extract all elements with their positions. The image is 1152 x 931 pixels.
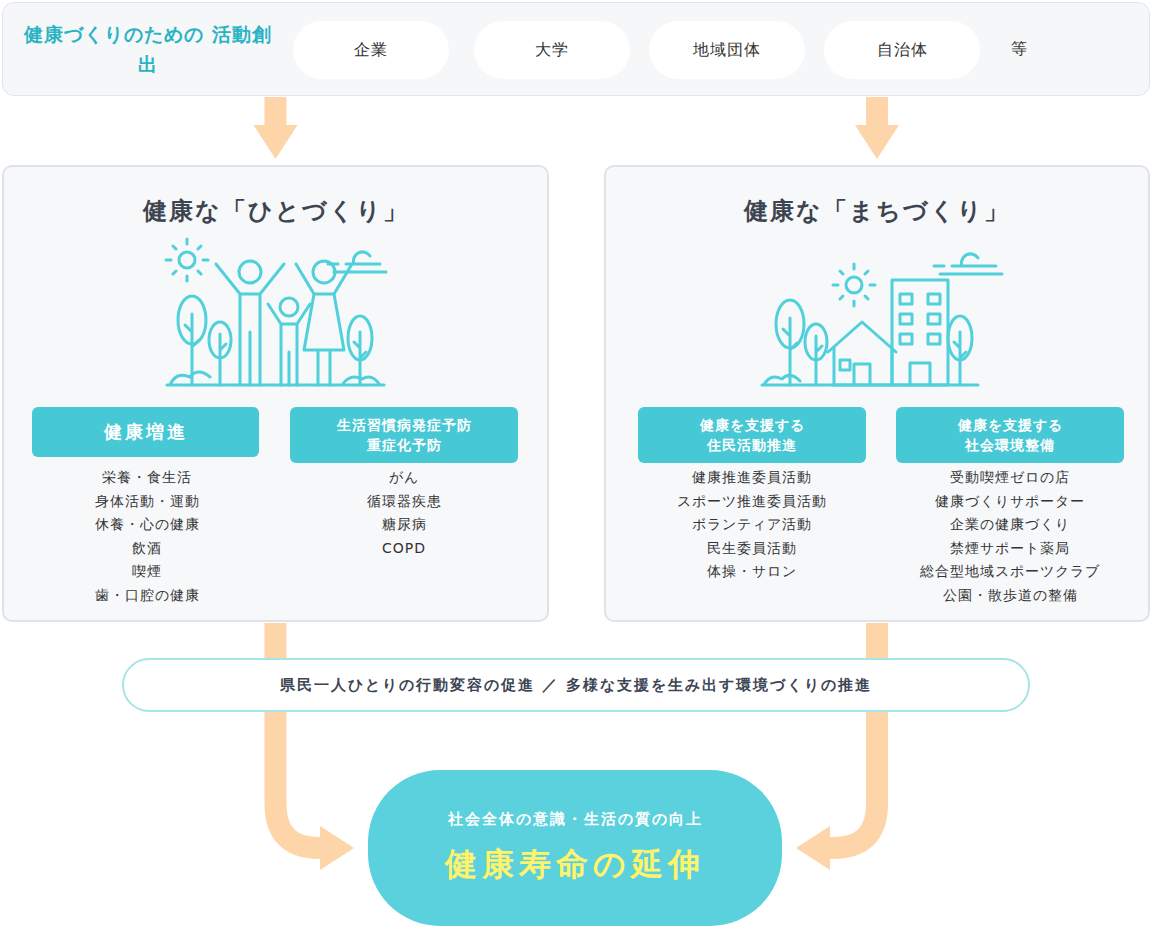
list-item: 企業の健康づくり — [860, 513, 1152, 536]
actor-chip: 大学 — [474, 21, 630, 79]
theme-panel: 健康な「まちづくり」健康を支援する 住民活動推進 健康を支援する 社会環境整備健康… — [604, 165, 1150, 622]
list-item: 身体活動・運動 — [0, 490, 297, 513]
node-title: 社会全体の意識・生活の質の向上 — [448, 810, 703, 829]
list-item: ボランティア活動 — [602, 513, 902, 536]
list-item: がん — [254, 466, 554, 489]
list-item: 糖尿病 — [254, 513, 554, 536]
node-title: 健康増進 — [104, 422, 188, 442]
note-text: 等 — [1011, 37, 1028, 60]
category-pill: 健康を支援する 社会環境整備 — [896, 407, 1124, 463]
node-title: 県民一人ひとりの行動変容の促進 ／ 多様な支援を生み出す環境づくりの推進 — [280, 676, 872, 695]
connector-arrow — [855, 97, 899, 159]
arrow-stem — [276, 623, 323, 848]
town-illustration — [606, 167, 1152, 624]
list-item: 飲酒 — [0, 537, 297, 560]
list-item: 禁煙サポート薬局 — [860, 537, 1152, 560]
list-item: 健康推進委員活動 — [602, 466, 902, 489]
node-title: 健康づくりのための 活動創出 — [23, 19, 273, 79]
node-title: 健康を支援する 社会環境整備 — [954, 415, 1066, 455]
node-title: 地域団体 — [693, 40, 761, 61]
theme-panel: 健康な「ひとづくり」健康増進 生活習慣病発症予防 重症化予防栄養・食生活身体活動・… — [2, 165, 549, 622]
list-item: 総合型地域スポーツクラブ — [860, 560, 1152, 583]
list-item: 喫煙 — [0, 560, 297, 583]
town-drawing — [762, 254, 1002, 385]
category-pill: 健康を支援する 住民活動推進 — [638, 407, 866, 463]
category-pill: 生活習慣病発症予防 重症化予防 — [290, 407, 518, 463]
node-title: 自治体 — [877, 40, 928, 61]
arrow-head — [796, 826, 830, 870]
node-title: 健康な「ひとづくり」 — [4, 195, 547, 227]
list-item: 体操・サロン — [602, 560, 902, 583]
node-title: 健康を支援する 住民活動推進 — [696, 415, 808, 455]
list-item: 民生委員活動 — [602, 537, 902, 560]
actor-chip: 地域団体 — [649, 21, 805, 79]
list-item: 循環器疾患 — [254, 490, 554, 513]
arrow-head — [254, 125, 298, 159]
arrow-head — [320, 826, 354, 870]
arrow-stem — [828, 623, 877, 848]
list-item: COPD — [254, 537, 554, 560]
list-item: 歯・口腔の健康 — [0, 584, 297, 607]
list-item: 健康づくりサポーター — [860, 490, 1152, 513]
list-item: 受動喫煙ゼロの店 — [860, 466, 1152, 489]
actor-chip: 自治体 — [824, 21, 980, 79]
list-item: 栄養・食生活 — [0, 466, 297, 489]
actor-chip: 企業 — [293, 21, 449, 79]
goal-pill: 社会全体の意識・生活の質の向上健康寿命の延伸 — [368, 770, 782, 926]
arrow-head — [855, 125, 899, 159]
node-title: 大学 — [535, 40, 569, 61]
arrow-stem — [866, 97, 888, 127]
people-drawing — [166, 239, 386, 385]
list-item: スポーツ推進委員活動 — [602, 490, 902, 513]
connector-arrow — [254, 97, 298, 159]
category-pill: 健康増進 — [32, 407, 259, 457]
list-item: 公園・散歩道の整備 — [860, 584, 1152, 607]
source-band: 健康づくりのための 活動創出 企業 大学 地域団体 自治体 等 — [2, 2, 1150, 96]
list-item: 休養・心の健康 — [0, 513, 297, 536]
strategy-band: 県民一人ひとりの行動変容の促進 ／ 多様な支援を生み出す環境づくりの推進 — [122, 658, 1030, 712]
node-body: 健康寿命の延伸 — [445, 843, 705, 887]
node-title: 企業 — [354, 40, 388, 61]
arrow-stem — [265, 97, 287, 127]
node-title: 健康な「まちづくり」 — [606, 195, 1148, 227]
node-title: 生活習慣病発症予防 重症化予防 — [334, 415, 474, 455]
people-illustration — [4, 167, 551, 624]
